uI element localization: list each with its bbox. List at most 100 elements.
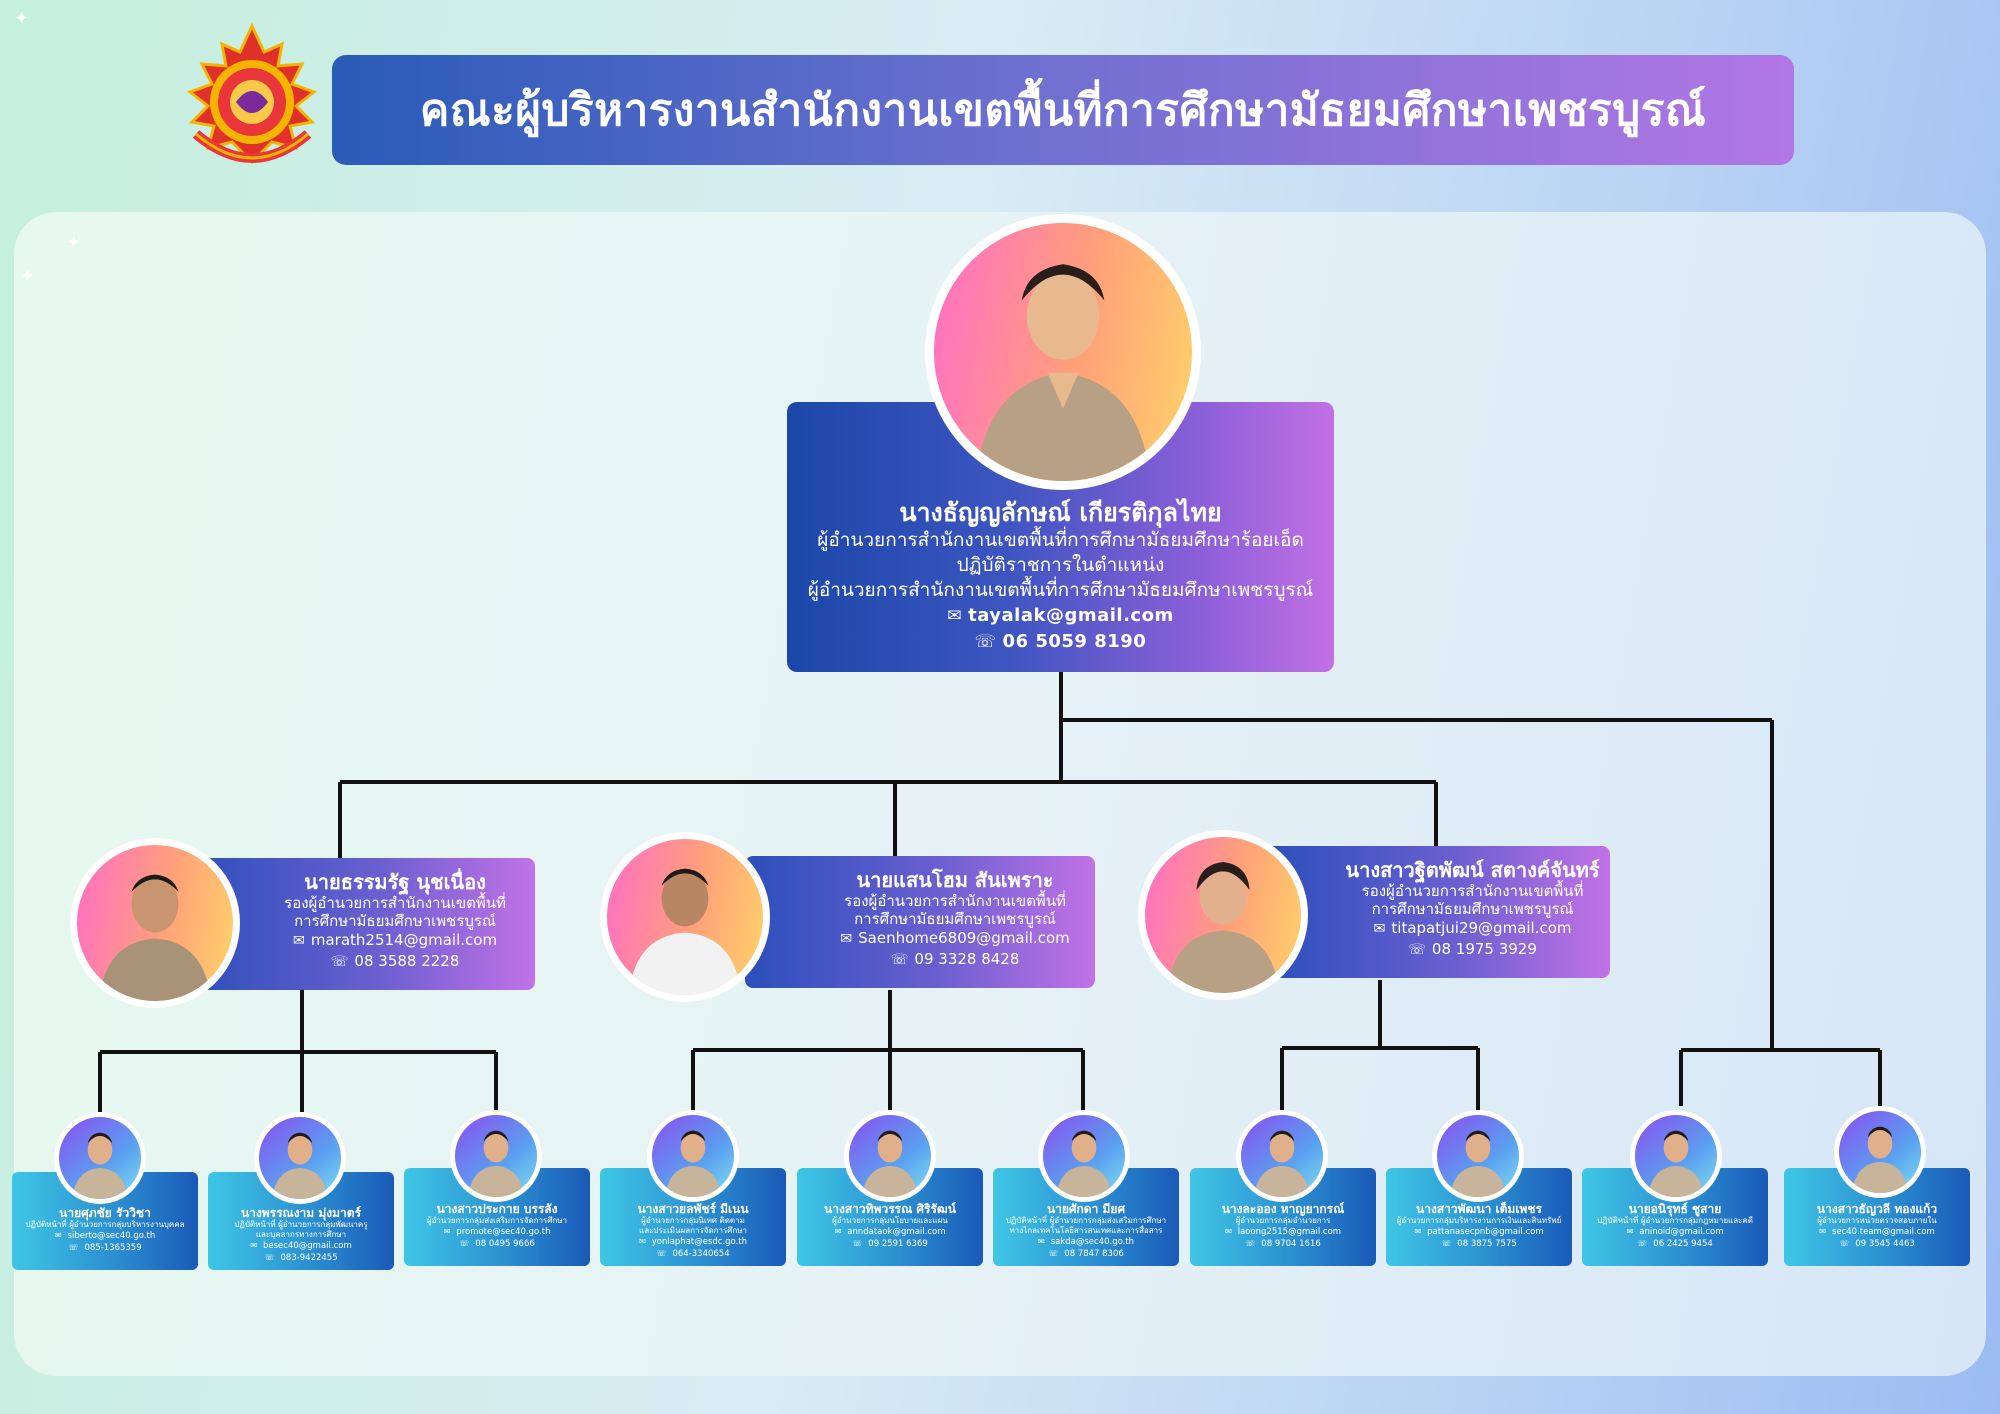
staff-email-row: ✉ aninoid@gmail.com <box>1582 1226 1768 1238</box>
staff-email: laoong2515@gmail.com <box>1237 1227 1342 1237</box>
staff-email-row: ✉ sec40.team@gmail.com <box>1784 1226 1970 1238</box>
phone-icon: ☏ <box>264 1253 275 1262</box>
staff-name: นายอนิรุทธ์ ชูสาย <box>1628 1202 1722 1216</box>
deputy-card: นายแสนโฮม สันเพราะ รองผู้อำนวยการสำนักงา… <box>745 856 1095 988</box>
staff-email-row: ✉sakda@sec40.go.th <box>993 1236 1179 1248</box>
director-phone: 06 5059 8190 <box>1002 631 1147 652</box>
staff-phone: 085-1365359 <box>84 1243 142 1253</box>
staff-phone-row: ☏06 2425 9454 <box>1582 1238 1768 1250</box>
envelope-icon: ✉ <box>840 931 853 947</box>
deputy-phone-row: ☏08 3588 2228 <box>255 951 535 972</box>
deputy-email: Saenhome6809@gmail.com <box>858 929 1070 947</box>
staff-position-cont: และประเมินผลการจัดการศึกษา <box>639 1226 747 1235</box>
page-title-bar: คณะผู้บริหารงานสำนักงานเขตพื้นที่การศึกษ… <box>332 55 1794 165</box>
envelope-icon: ✉ <box>638 1237 646 1246</box>
person-photo-icon <box>468 1130 524 1197</box>
staff-phone: 08 7847 8306 <box>1064 1249 1124 1259</box>
deputy-phone-row: ☏09 3328 8428 <box>815 949 1095 970</box>
staff-photo <box>450 1110 542 1202</box>
deputy-phone: 08 1975 3929 <box>1431 940 1537 958</box>
envelope-icon: ✉ <box>54 1231 62 1240</box>
staff-phone-row: ☏ 08 9704 1616 <box>1190 1238 1376 1250</box>
deputy-email-row: ✉ Saenhome6809@gmail.com <box>815 928 1095 949</box>
staff-card: นางสาวประกาย บรรลังผู้อำนวยการกลุ่มส่งเส… <box>404 1168 590 1266</box>
staff-name: นางละออง หาญยากรณ์ <box>1221 1202 1345 1216</box>
deputy-position: รองผู้อำนวยการสำนักงานเขตพื้นที่ <box>844 892 1066 910</box>
sparkle-icon: ✦ <box>14 8 30 29</box>
page-title: คณะผู้บริหารงานสำนักงานเขตพื้นที่การศึกษ… <box>419 85 1707 136</box>
staff-email-row: ✉ laoong2515@gmail.com <box>1190 1226 1376 1238</box>
staff-card: นายศักดา มียศปฏิบัติหน้าที่ ผู้อำนวยการก… <box>993 1168 1179 1266</box>
phone-icon: ☏ <box>974 632 997 652</box>
deputy-email-row: ✉titapatjui29@gmail.com <box>1335 918 1610 939</box>
staff-email-row: ✉anndataok@gmail.com <box>797 1226 983 1238</box>
envelope-icon: ✉ <box>947 606 963 626</box>
staff-photo <box>1834 1106 1926 1198</box>
deputy-email: marath2514@gmail.com <box>310 931 498 949</box>
staff-phone-row: ☏08 7847 8306 <box>993 1248 1179 1260</box>
person-photo-icon <box>1852 1126 1908 1193</box>
director-email-row: ✉tayalak@gmail.com <box>787 603 1334 629</box>
envelope-icon: ✉ <box>1626 1227 1634 1236</box>
deputy-office: การศึกษามัธยมศึกษาเพชรบูรณ์ <box>1371 900 1574 918</box>
staff-photo <box>1038 1110 1130 1202</box>
deputy-card: นางสาวฐิตพัฒน์ สตางค์จันทร์ รองผู้อำนวยก… <box>1265 846 1610 978</box>
staff-email: sec40.team@gmail.com <box>1831 1227 1935 1237</box>
staff-phone: 08 9704 1616 <box>1261 1239 1321 1249</box>
staff-email: pattanasecpnb@gmail.com <box>1427 1227 1544 1237</box>
staff-name: นายศักดา มียศ <box>1046 1202 1126 1216</box>
staff-photo <box>1236 1110 1328 1202</box>
staff-email-row: ✉ siberto@sec40.go.th <box>12 1230 198 1242</box>
person-photo-icon <box>1056 1130 1112 1197</box>
phone-icon: ☏ <box>852 1239 863 1248</box>
staff-position: ผู้อำนวยการหน่วยตรวจสอบภายใน <box>1817 1216 1937 1225</box>
staff-email: aninoid@gmail.com <box>1639 1227 1724 1237</box>
staff-position-cont: ทางไกลเทคโนโลยีสารสนเทศและการสื่อสาร <box>1009 1226 1163 1235</box>
staff-position: ปฏิบัติหน้าที่ ผู้อำนวยการกลุ่มพัฒนาครู <box>234 1220 368 1229</box>
staff-phone-row: ☏08 3875 7575 <box>1386 1238 1572 1250</box>
deputy-email: titapatjui29@gmail.com <box>1391 919 1572 937</box>
staff-position: ผู้อำนวยการกลุ่มบริหารงานการเงินและสินทร… <box>1396 1216 1562 1225</box>
envelope-icon: ✉ <box>1224 1227 1232 1236</box>
deputy-phone: 08 3588 2228 <box>354 952 460 970</box>
deputy-office: การศึกษามัธยมศึกษาเพชรบูรณ์ <box>854 910 1056 928</box>
phone-icon: ☏ <box>68 1243 79 1252</box>
phone-icon: ☏ <box>890 952 909 968</box>
staff-phone-row: ☏09 3545 4463 <box>1784 1238 1970 1250</box>
staff-email: siberto@sec40.go.th <box>67 1231 156 1241</box>
person-photo-icon <box>98 874 212 1001</box>
director-phone-row: ☏06 5059 8190 <box>787 629 1334 655</box>
staff-name: นางพรรณงาม มุ่งมาตร์ <box>240 1206 362 1220</box>
envelope-icon: ✉ <box>1414 1227 1422 1236</box>
staff-phone: 09 2591 6369 <box>868 1239 928 1249</box>
staff-position: ปฏิบัติหน้าที่ ผู้อำนวยการกลุ่มส่งเสริมก… <box>1005 1216 1167 1225</box>
staff-phone: 064-3340654 <box>672 1249 730 1259</box>
staff-phone: 08 3875 7575 <box>1457 1239 1517 1249</box>
staff-photo <box>1630 1110 1722 1202</box>
staff-name: นางสาวธัญวลี ทองแก้ว <box>1816 1202 1938 1216</box>
person-photo-icon <box>272 1132 328 1199</box>
staff-email-row: ✉ pattanasecpnb@gmail.com <box>1386 1226 1572 1238</box>
person-photo-icon <box>1254 1130 1310 1197</box>
director-email: tayalak@gmail.com <box>968 605 1174 626</box>
staff-phone: 08 0495 9666 <box>475 1239 535 1249</box>
staff-name: นางสาวทิพวรรณ ศิริรัฒน์ <box>824 1202 956 1216</box>
deputy-photo <box>70 838 240 1008</box>
director-acting-note: ปฏิบัติราชการในตำแหน่ง <box>956 554 1165 576</box>
deputy-photo <box>600 832 770 1002</box>
envelope-icon: ✉ <box>443 1227 451 1236</box>
staff-position-cont: และบุคลากรทางการศึกษา <box>255 1230 347 1239</box>
envelope-icon: ✉ <box>1819 1227 1826 1236</box>
phone-icon: ☏ <box>1245 1239 1256 1248</box>
staff-email-row: ✉promote@sec40.go.th <box>404 1226 590 1238</box>
person-photo-icon <box>862 1130 918 1197</box>
staff-position: ปฏิบัติหน้าที่ ผู้อำนวยการกลุ่มกฎหมายและ… <box>1597 1216 1753 1225</box>
staff-card: นางพรรณงาม มุ่งมาตร์ปฏิบัติหน้าที่ ผู้อำ… <box>208 1172 394 1270</box>
staff-position: ผู้อำนวยการกลุ่มส่งเสริมการจัดการศึกษา <box>426 1216 568 1225</box>
staff-photo <box>54 1112 146 1204</box>
deputy-photo <box>1138 830 1308 1000</box>
person-photo-icon <box>1166 861 1280 993</box>
phone-icon: ☏ <box>1637 1239 1648 1248</box>
staff-photo <box>1432 1110 1524 1202</box>
